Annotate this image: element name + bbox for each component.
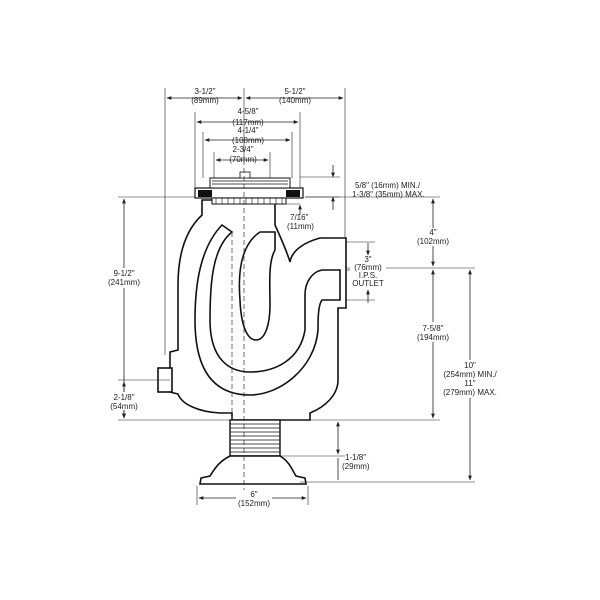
dim-outlet-label: OUTLET xyxy=(352,279,384,288)
dim-base-height-metric: (29mm) xyxy=(342,462,370,471)
dim-flange-range-line1: 5/8" (16mm) MIN./ xyxy=(355,181,421,190)
dim-base-height-imperial: 1-1/8" xyxy=(345,453,366,462)
dim-overall-left-metric: (89mm) xyxy=(191,96,219,105)
dimensions: 3-1/2" (89mm) 5-1/2" (140mm) 4-5/8" (117… xyxy=(100,87,498,508)
dim-base-width-imperial: 6" xyxy=(250,490,257,499)
dim-top-to-outlet-imperial: 4" xyxy=(429,228,436,237)
dim-outlet-to-base-imperial: 7-5/8" xyxy=(422,324,443,333)
dim-left-height-metric: (241mm) xyxy=(108,278,140,287)
dim-overall-right-imperial: 5-1/2" xyxy=(284,87,305,96)
dim-seal-metric: (11mm) xyxy=(287,222,314,231)
dim-outlet-ips: I.P.S. xyxy=(359,271,378,280)
threaded-stem xyxy=(229,419,281,457)
dim-overall-left-imperial: 3-1/2" xyxy=(194,87,215,96)
dim-seal-imperial: 7/16" xyxy=(290,213,309,222)
dim-total-height-line4: (279mm) MAX. xyxy=(443,388,497,397)
dim-outlet-to-base-metric: (194mm) xyxy=(417,333,449,342)
trap-body xyxy=(157,160,380,500)
dim-grid-outer-imperial: 4-5/8" xyxy=(237,107,258,116)
floor-base xyxy=(199,455,307,485)
dim-grid-inner-metric: (70mm) xyxy=(229,155,257,164)
dim-flange-range-line2: 1-3/8" (35mm) MAX. xyxy=(352,190,425,199)
dim-top-to-outlet-metric: (102mm) xyxy=(417,237,449,246)
dim-base-width-metric: (152mm) xyxy=(238,499,270,508)
dim-cleanout-metric: (54mm) xyxy=(110,402,138,411)
dim-grid-outer-metric: (117mm) xyxy=(232,118,264,127)
dim-outlet-imperial: 3" xyxy=(364,255,371,264)
dim-grid-middle-metric: (108mm) xyxy=(232,136,264,145)
dim-total-height-line1: 10" xyxy=(464,361,476,370)
dim-left-height-imperial: 9-1/2" xyxy=(113,269,134,278)
dim-grid-middle-imperial: 4-1/4" xyxy=(237,126,258,135)
dim-total-height-line3: 11" xyxy=(464,379,475,388)
dim-overall-right-metric: (140mm) xyxy=(279,96,311,105)
dim-total-height-line2: (254mm) MIN./ xyxy=(443,370,497,379)
strainer-top xyxy=(194,171,304,205)
dim-grid-inner-imperial: 2-3/4" xyxy=(232,145,253,154)
dim-outlet-metric: (76mm) xyxy=(354,263,382,272)
dim-cleanout-imperial: 2-1/8" xyxy=(113,393,134,402)
